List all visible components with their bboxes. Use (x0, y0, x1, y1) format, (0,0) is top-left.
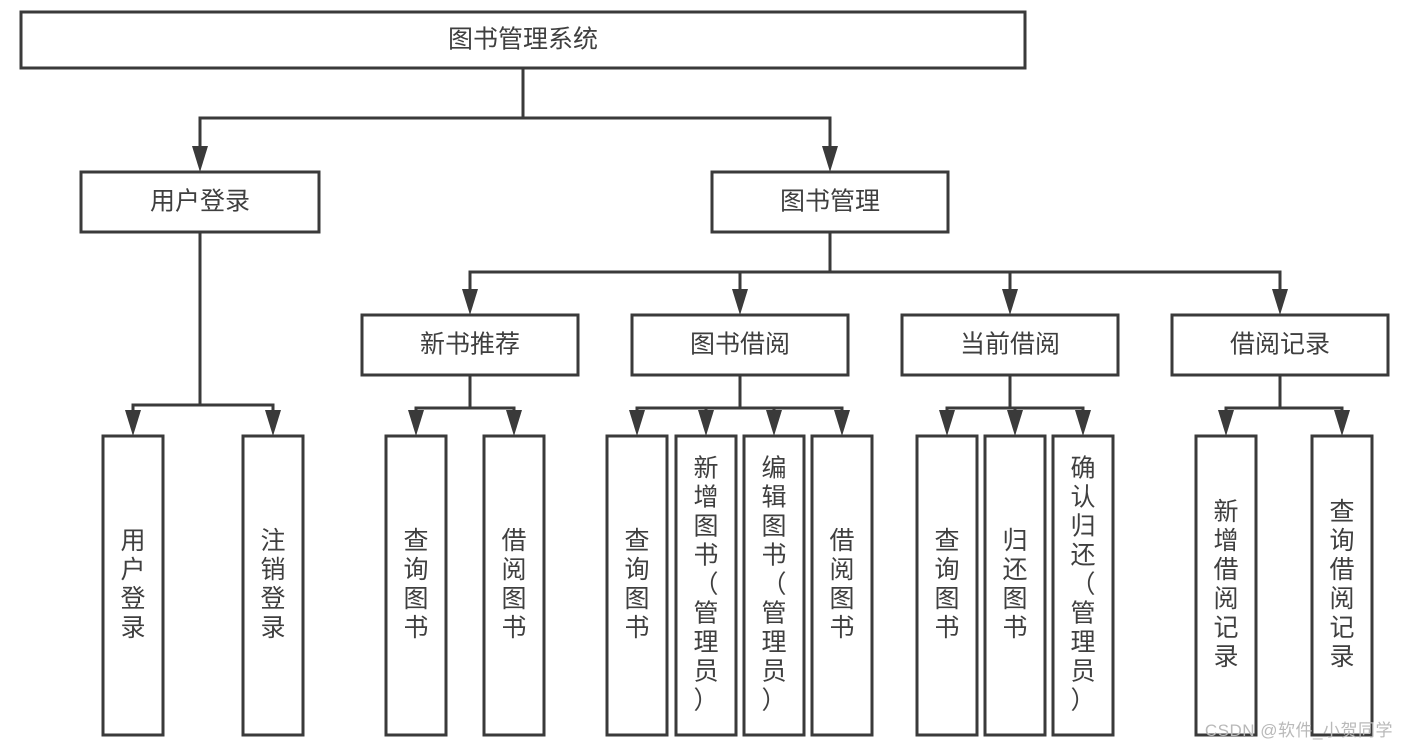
node-label: 查询图书 (624, 527, 649, 642)
arrowhead-icon (1007, 410, 1023, 436)
node-borrow-record[interactable]: 借阅记录 (1170, 313, 1390, 377)
arrowhead-icon (1218, 410, 1234, 436)
arrowhead-icon (766, 410, 782, 436)
node-current-borrow[interactable]: 当前借阅 (900, 313, 1120, 377)
node-box[interactable] (742, 434, 806, 737)
node-box[interactable] (983, 434, 1047, 737)
node-leaf-user-login[interactable]: 用户登录 (101, 434, 165, 737)
node-label: 新书推荐 (420, 331, 520, 359)
node-label: 用户登录 (150, 188, 250, 216)
connector-group-borrowrecord-to-leaves (1218, 373, 1350, 436)
node-label: 图书借阅 (690, 331, 790, 359)
node-box[interactable] (915, 434, 979, 737)
node-root[interactable]: 图书管理系统 (19, 10, 1027, 70)
node-leaf-edit-book-admin[interactable]: 编辑图书（管理员） (742, 434, 806, 737)
arrowhead-icon (265, 410, 281, 436)
node-book-manage[interactable]: 图书管理 (710, 170, 950, 234)
node-label: 用户登录 (120, 527, 145, 642)
node-label: 注销登录 (260, 527, 285, 642)
arrowhead-icon (506, 410, 522, 436)
node-box[interactable] (79, 170, 321, 234)
node-box[interactable] (482, 434, 546, 737)
node-leaf-confirm-return-admin[interactable]: 确认归还（管理员） (1051, 434, 1115, 737)
node-box[interactable] (101, 434, 165, 737)
node-leaf-logout-login[interactable]: 注销登录 (241, 434, 305, 737)
node-box[interactable] (1051, 434, 1115, 737)
arrowhead-icon (1075, 410, 1091, 436)
node-leaf-query-book-3[interactable]: 查询图书 (915, 434, 979, 737)
node-box[interactable] (900, 313, 1120, 377)
node-leaf-query-book-1[interactable]: 查询图书 (384, 434, 448, 737)
connector-group-userlogin-to-leaves (125, 230, 281, 436)
arrowhead-icon (939, 410, 955, 436)
node-label: 查询图书 (934, 527, 959, 642)
node-user-login[interactable]: 用户登录 (79, 170, 321, 234)
node-label: 归还图书 (1002, 527, 1027, 642)
connector-group-bookmanage-to-level3 (462, 230, 1288, 315)
arrowhead-icon (462, 289, 478, 315)
node-label: 新增图书（管理员） (693, 454, 718, 714)
node-label: 编辑图书（管理员） (761, 454, 786, 714)
node-leaf-query-book-2[interactable]: 查询图书 (605, 434, 669, 737)
node-box[interactable] (810, 434, 874, 737)
connector-group-currentborrow-to-leaves (939, 373, 1091, 436)
node-leaf-return-book[interactable]: 归还图书 (983, 434, 1047, 737)
node-label: 图书管理系统 (448, 26, 598, 54)
node-label: 当前借阅 (960, 331, 1060, 359)
node-leaf-query-borrow-record[interactable]: 查询借阅记录 (1310, 434, 1374, 737)
arrowhead-icon (822, 146, 838, 172)
arrowhead-icon (192, 146, 208, 172)
node-box[interactable] (384, 434, 448, 737)
node-book-borrow[interactable]: 图书借阅 (630, 313, 850, 377)
node-label: 确认归还（管理员） (1070, 454, 1095, 714)
connector-group-newbook-to-leaves (408, 373, 522, 436)
node-box[interactable] (710, 170, 950, 234)
node-label: 借阅图书 (501, 527, 526, 642)
arrowhead-icon (629, 410, 645, 436)
node-box[interactable] (360, 313, 580, 377)
node-label: 新增借阅记录 (1213, 498, 1238, 671)
node-box[interactable] (1194, 434, 1258, 737)
node-label: 借阅记录 (1230, 331, 1330, 359)
node-new-book-recommend[interactable]: 新书推荐 (360, 313, 580, 377)
node-leaf-add-book-admin[interactable]: 新增图书（管理员） (674, 434, 738, 737)
node-label: 图书管理 (780, 188, 880, 216)
connectors-layer (125, 66, 1350, 436)
node-box[interactable] (1310, 434, 1374, 737)
arrowhead-icon (408, 410, 424, 436)
node-leaf-borrow-book-1[interactable]: 借阅图书 (482, 434, 546, 737)
arrowhead-icon (698, 410, 714, 436)
connector-group-bookborrow-to-leaves (629, 373, 850, 436)
arrowhead-icon (834, 410, 850, 436)
connector-group-root-to-level2 (192, 66, 838, 172)
node-box[interactable] (1170, 313, 1390, 377)
node-box[interactable] (19, 10, 1027, 70)
node-box[interactable] (241, 434, 305, 737)
arrowhead-icon (1272, 289, 1288, 315)
node-label: 查询借阅记录 (1329, 498, 1354, 671)
arrowhead-icon (732, 289, 748, 315)
node-box[interactable] (630, 313, 850, 377)
watermark-text: CSDN @软件_小贺同学 (1204, 721, 1393, 740)
node-label: 查询图书 (403, 527, 428, 642)
arrowhead-icon (125, 410, 141, 436)
nodes-layer: 图书管理系统用户登录图书管理新书推荐图书借阅当前借阅借阅记录用户登录注销登录查询… (19, 10, 1390, 737)
arrowhead-icon (1334, 410, 1350, 436)
node-leaf-add-borrow-record[interactable]: 新增借阅记录 (1194, 434, 1258, 737)
node-leaf-borrow-book-2[interactable]: 借阅图书 (810, 434, 874, 737)
node-box[interactable] (674, 434, 738, 737)
arrowhead-icon (1002, 289, 1018, 315)
node-box[interactable] (605, 434, 669, 737)
node-label: 借阅图书 (829, 527, 854, 642)
